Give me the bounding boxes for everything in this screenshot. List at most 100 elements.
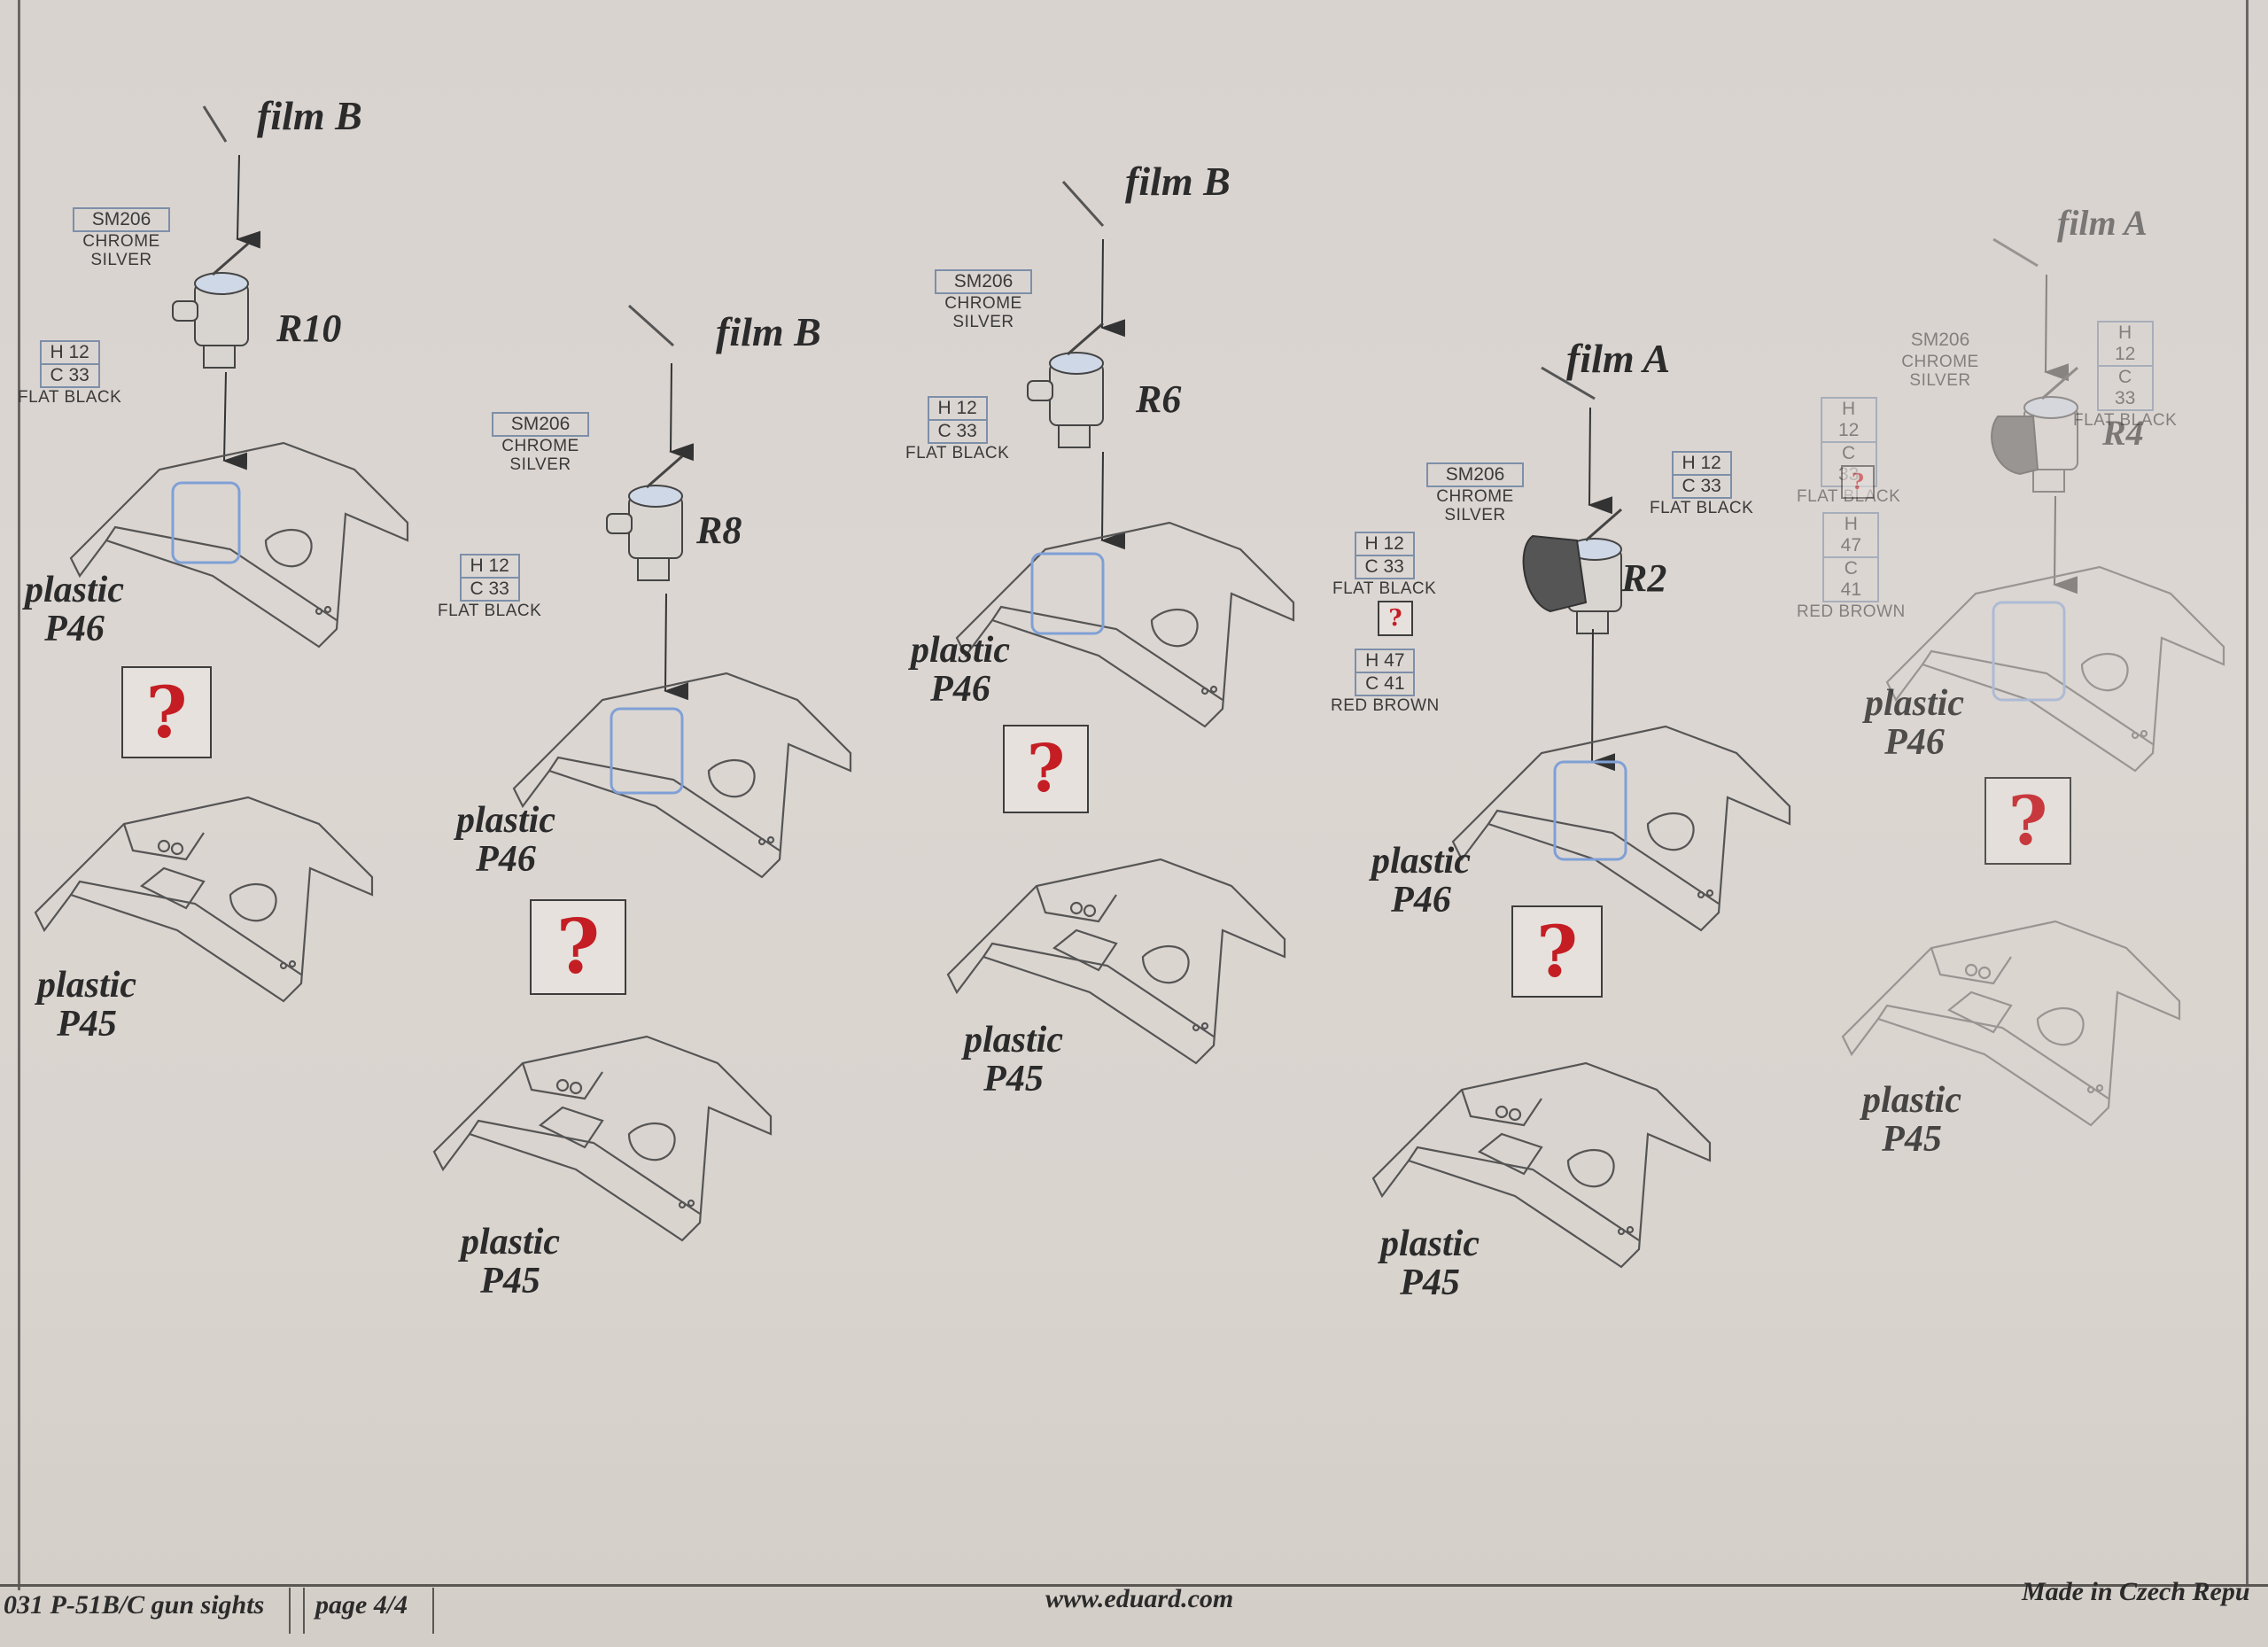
plastic-word: plastic	[461, 1222, 560, 1262]
paint-callout-flat-black: H 12 C 33 FLAT BLACK	[2073, 321, 2177, 430]
part-code: P46	[1884, 722, 1945, 763]
film-label: film A	[2057, 203, 2148, 243]
paint-name: FLAT BLACK	[1332, 579, 1437, 598]
part-number: R2	[1621, 556, 1667, 600]
part-number: R4	[2102, 413, 2144, 453]
paint-code: H 47	[1355, 649, 1416, 673]
paint-name: FLAT BLACK	[18, 388, 122, 407]
paint-name: RED BROWN	[1797, 602, 1906, 621]
paint-callout-flat-black: H 12 C 33 FLAT BLACK	[1332, 532, 1436, 598]
paint-code: H 12	[39, 340, 100, 365]
part-number: R6	[1136, 377, 1182, 421]
paint-callout-chrome-silver: SM206 CHROME SILVER	[492, 412, 589, 474]
paint-name: CHROME SILVER	[944, 294, 1022, 331]
plastic-word: plastic	[1862, 1080, 1961, 1121]
paint-callout-chrome-silver: SM206 CHROME SILVER	[1891, 328, 1989, 390]
plastic-part-label-p45: plastic P45	[37, 966, 136, 1044]
part-code: P45	[1400, 1262, 1460, 1303]
paint-code: C 33	[459, 579, 520, 602]
paint-code: SM206	[1910, 330, 1970, 350]
plastic-part-label-p46: plastic P46	[1865, 684, 1964, 762]
paint-code: SM206	[73, 207, 170, 232]
plastic-word: plastic	[25, 570, 124, 610]
footer-divider	[432, 1588, 434, 1634]
paint-callout-red-brown: H 47 C 41 RED BROWN	[1797, 512, 1906, 621]
website: www.eduard.com	[1045, 1584, 1234, 1613]
part-code: P45	[1882, 1119, 1942, 1160]
plastic-part-label-p46: plastic P46	[1371, 842, 1471, 920]
film-label: film B	[257, 93, 362, 138]
sheet-border-left	[18, 0, 20, 1590]
paint-name: CHROME SILVER	[501, 437, 579, 474]
plastic-part-label-p46: plastic P46	[911, 631, 1010, 709]
question-mark-box: ?	[121, 666, 212, 758]
paint-callout-chrome-silver: SM206 CHROME SILVER	[1426, 462, 1524, 524]
paint-callout-flat-black: H 12 C 33 FLAT BLACK	[438, 554, 541, 620]
part-code: P46	[930, 669, 990, 710]
paint-name: CHROME SILVER	[82, 232, 160, 269]
question-mark-box: ?	[1511, 905, 1603, 998]
plastic-word: plastic	[964, 1020, 1063, 1060]
film-label: film B	[1125, 159, 1231, 204]
paint-code: SM206	[1426, 462, 1524, 487]
paint-code: C 41	[1355, 673, 1416, 696]
plastic-part-label-p46: plastic P46	[25, 571, 124, 649]
plastic-word: plastic	[911, 630, 1010, 671]
paint-code: C 33	[927, 421, 988, 444]
paint-code: C 41	[1822, 558, 1880, 602]
paint-name: FLAT BLACK	[438, 602, 542, 620]
plastic-word: plastic	[1865, 683, 1964, 724]
paint-callout-flat-black: H 12 C 33 FLAT BLACK	[1650, 451, 1753, 517]
paint-code: H 12	[927, 396, 988, 421]
paint-name: CHROME SILVER	[1901, 353, 1979, 390]
plastic-word: plastic	[1380, 1224, 1480, 1264]
footer-rule	[0, 1584, 2268, 1587]
paint-callout-chrome-silver: SM206 CHROME SILVER	[73, 207, 170, 269]
kit-title: 031 P-51B/C gun sights	[4, 1590, 265, 1620]
plastic-part-label-p46: plastic P46	[456, 801, 555, 879]
paint-code: H 12	[1671, 451, 1732, 476]
plastic-part-label-p45: plastic P45	[1380, 1224, 1480, 1302]
footer-divider	[289, 1588, 291, 1634]
part-code: P46	[1391, 880, 1451, 921]
paint-callout-flat-black: H 12 C 33 FLAT BLACK	[18, 340, 121, 407]
plastic-word: plastic	[37, 965, 136, 1006]
plastic-part-label-p45: plastic P45	[1862, 1081, 1961, 1159]
paint-name: CHROME SILVER	[1436, 487, 1514, 524]
paint-name: RED BROWN	[1331, 696, 1440, 715]
paint-code: H 47	[1822, 512, 1880, 558]
question-mark-box-small: ?	[1841, 465, 1875, 499]
paint-code: H 12	[1354, 532, 1415, 556]
part-code: P45	[983, 1059, 1044, 1099]
paint-code: C 33	[2096, 367, 2154, 411]
part-code: P46	[44, 609, 105, 649]
paint-code: H 12	[459, 554, 520, 579]
paint-name: FLAT BLACK	[1650, 499, 1754, 517]
question-mark-box: ?	[1003, 725, 1089, 813]
paint-code: C 33	[1354, 556, 1415, 579]
sheet-border-right	[2246, 0, 2249, 1586]
paint-code: SM206	[492, 412, 589, 437]
film-label: film B	[716, 309, 821, 354]
plastic-word: plastic	[1371, 841, 1471, 882]
part-code: P46	[476, 839, 536, 880]
made-in: Made in Czech Repu	[2022, 1577, 2250, 1606]
paint-name: FLAT BLACK	[905, 444, 1010, 462]
paint-name: FLAT BLACK	[2073, 411, 2178, 430]
part-code: P45	[480, 1261, 540, 1301]
question-mark-box: ?	[1984, 777, 2071, 865]
paint-callout-chrome-silver: SM206 CHROME SILVER	[935, 269, 1032, 331]
plastic-part-label-p45: plastic P45	[964, 1021, 1063, 1099]
film-label: film A	[1566, 336, 1671, 381]
question-mark-box: ?	[530, 899, 626, 995]
paint-code: H 12	[2096, 321, 2154, 367]
question-mark-box-small: ?	[1378, 601, 1413, 636]
part-number: R8	[696, 509, 742, 552]
paint-code: C 33	[39, 365, 100, 388]
page-number: page 4/4	[315, 1590, 408, 1620]
paint-code: H 12	[1820, 397, 1877, 443]
paint-callout-flat-black: H 12 C 33 FLAT BLACK	[905, 396, 1009, 462]
paint-callout-red-brown: H 47 C 41 RED BROWN	[1331, 649, 1440, 715]
